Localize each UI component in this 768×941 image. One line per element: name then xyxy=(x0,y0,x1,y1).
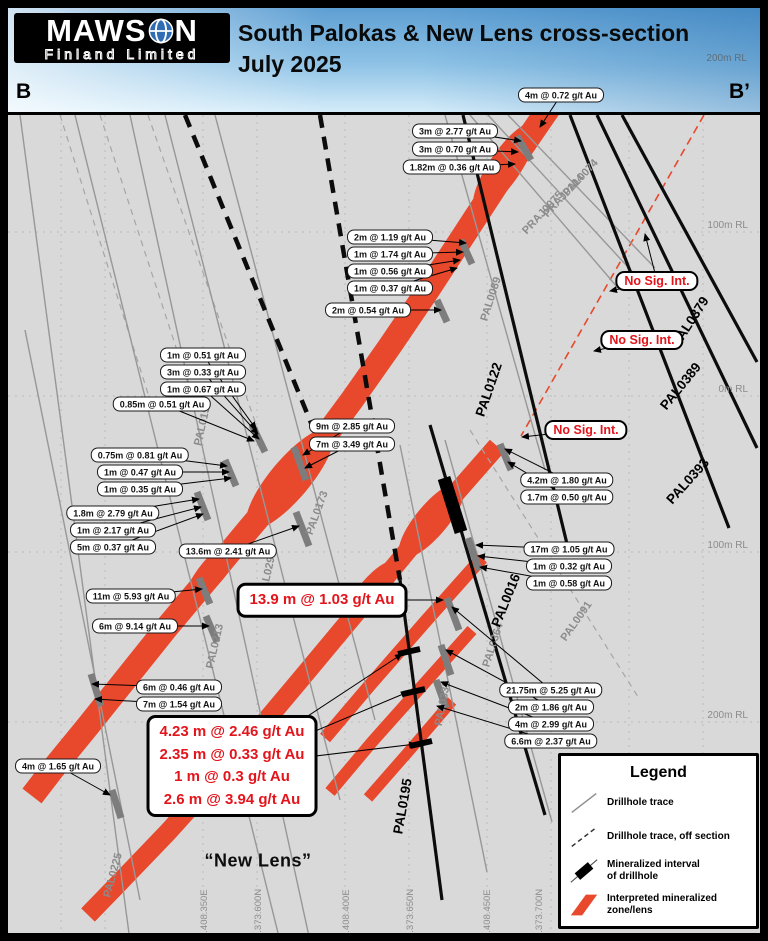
mineralized-interval xyxy=(292,510,313,548)
elevation-label: 200m RL xyxy=(707,710,748,721)
drillhole-trace-icon xyxy=(571,792,597,814)
logo-subtitle: Finland Limited xyxy=(44,46,200,62)
mawson-logo: MAWS N Finland Limited xyxy=(14,13,230,63)
legend-item-label: Interpreted mineralized zone/lens xyxy=(607,892,718,917)
drillhole-trace-off-section xyxy=(59,114,151,401)
mineralized-interval xyxy=(108,788,125,820)
logo-text-right: N xyxy=(174,13,198,48)
mineralized-interval xyxy=(193,490,212,522)
mineralized-interval xyxy=(496,442,515,472)
mineralized-interval xyxy=(248,423,269,454)
drillhole-trace-off-section xyxy=(469,429,641,701)
mineralized-interval xyxy=(195,576,214,606)
drillhole-label: PAL0195 xyxy=(390,777,415,835)
drillhole-label: PAL0296 xyxy=(257,550,279,597)
drillhole-label: PAL0197 xyxy=(192,400,214,447)
legend-item-label: Drillhole trace, off section xyxy=(607,830,730,842)
coordinate-label: 3.408.350E xyxy=(199,889,210,933)
coordinate-label: 3.408.450E xyxy=(482,889,493,933)
coordinate-label: 7.373.650N xyxy=(405,889,416,933)
figure-header: MAWS N Finland Limited South Palokas & N… xyxy=(8,8,760,115)
drillhole-trace xyxy=(461,114,570,549)
coordinate-label: 3.408.400E xyxy=(341,889,352,933)
elevation-label: 100m RL xyxy=(707,220,748,231)
mineralized-interval xyxy=(202,614,221,644)
drillhole-trace xyxy=(19,114,130,933)
legend-item-label: Mineralized interval of drillhole xyxy=(607,858,700,883)
mineralized-interval xyxy=(397,646,421,657)
off-section-trace-icon xyxy=(571,826,597,848)
legend-item-mineralized-zone: Interpreted mineralized zone/lens xyxy=(568,892,749,918)
drillhole-trace xyxy=(214,114,376,721)
section-marker-b: B xyxy=(16,80,32,103)
drillhole-label: PAL0173 xyxy=(304,489,331,536)
drillhole-trace xyxy=(398,579,444,901)
drillhole-label: PAL0089 xyxy=(478,276,504,323)
drillhole-trace-off-section xyxy=(99,114,191,391)
elevation-label: 100m RL xyxy=(707,540,748,551)
drillhole-label: PAL0016 xyxy=(488,571,523,629)
figure-title: South Palokas & New Lens cross-section J… xyxy=(238,18,689,80)
mineralized-interval xyxy=(464,536,483,572)
logo-text-left: MAWS xyxy=(46,13,147,48)
elevation-label: 0m RL xyxy=(719,384,749,395)
legend-panel: Legend Drillhole trace Drillhole trace, … xyxy=(558,753,759,929)
drillhole-label: PRAJ0075 xyxy=(520,189,565,237)
logo-wordmark: MAWS N xyxy=(46,15,198,46)
drillhole-label: PAL0091 xyxy=(559,599,595,643)
legend-item-mineralized-interval: Mineralized interval of drillhole xyxy=(568,858,749,884)
mineralized-interval xyxy=(437,476,468,534)
section-marker-b-prime: B’ xyxy=(729,80,750,103)
mineralized-interval xyxy=(433,298,451,324)
globe-icon xyxy=(148,17,173,44)
drillhole-trace xyxy=(620,114,759,363)
mineralized-zone-icon xyxy=(570,894,598,916)
coordinate-label: 7.373.600N xyxy=(253,889,264,933)
drillhole-trace-off-section xyxy=(317,114,403,581)
drillhole-label: PAL0393 xyxy=(663,455,712,507)
mineralized-interval xyxy=(290,445,310,482)
figure-title-line2: July 2025 xyxy=(238,51,342,78)
coordinate-label: 7.373.700N xyxy=(534,889,545,933)
off-section-zone-trace xyxy=(520,114,705,437)
drillhole-trace xyxy=(24,329,141,901)
drillhole-label: PAL0122 xyxy=(473,361,505,419)
legend-title: Legend xyxy=(630,764,687,781)
elevation-label: 200m RL xyxy=(706,53,747,64)
drillhole-trace xyxy=(129,114,309,933)
legend-item-drillhole-trace: Drillhole trace xyxy=(568,790,749,816)
mineralized-interval-icon xyxy=(570,859,598,883)
legend-item-offsection-trace: Drillhole trace, off section xyxy=(568,824,749,850)
drillhole-trace-off-section xyxy=(182,114,321,441)
mineralized-interval xyxy=(443,596,463,632)
figure-title-line1: South Palokas & New Lens cross-section xyxy=(238,20,690,46)
drillhole-trace xyxy=(507,114,656,269)
drillhole-trace xyxy=(568,114,731,529)
mineralized-lens xyxy=(246,428,334,530)
mineralized-interval xyxy=(221,458,240,488)
legend-item-label: Drillhole trace xyxy=(607,796,674,808)
drillhole-trace xyxy=(487,114,639,279)
